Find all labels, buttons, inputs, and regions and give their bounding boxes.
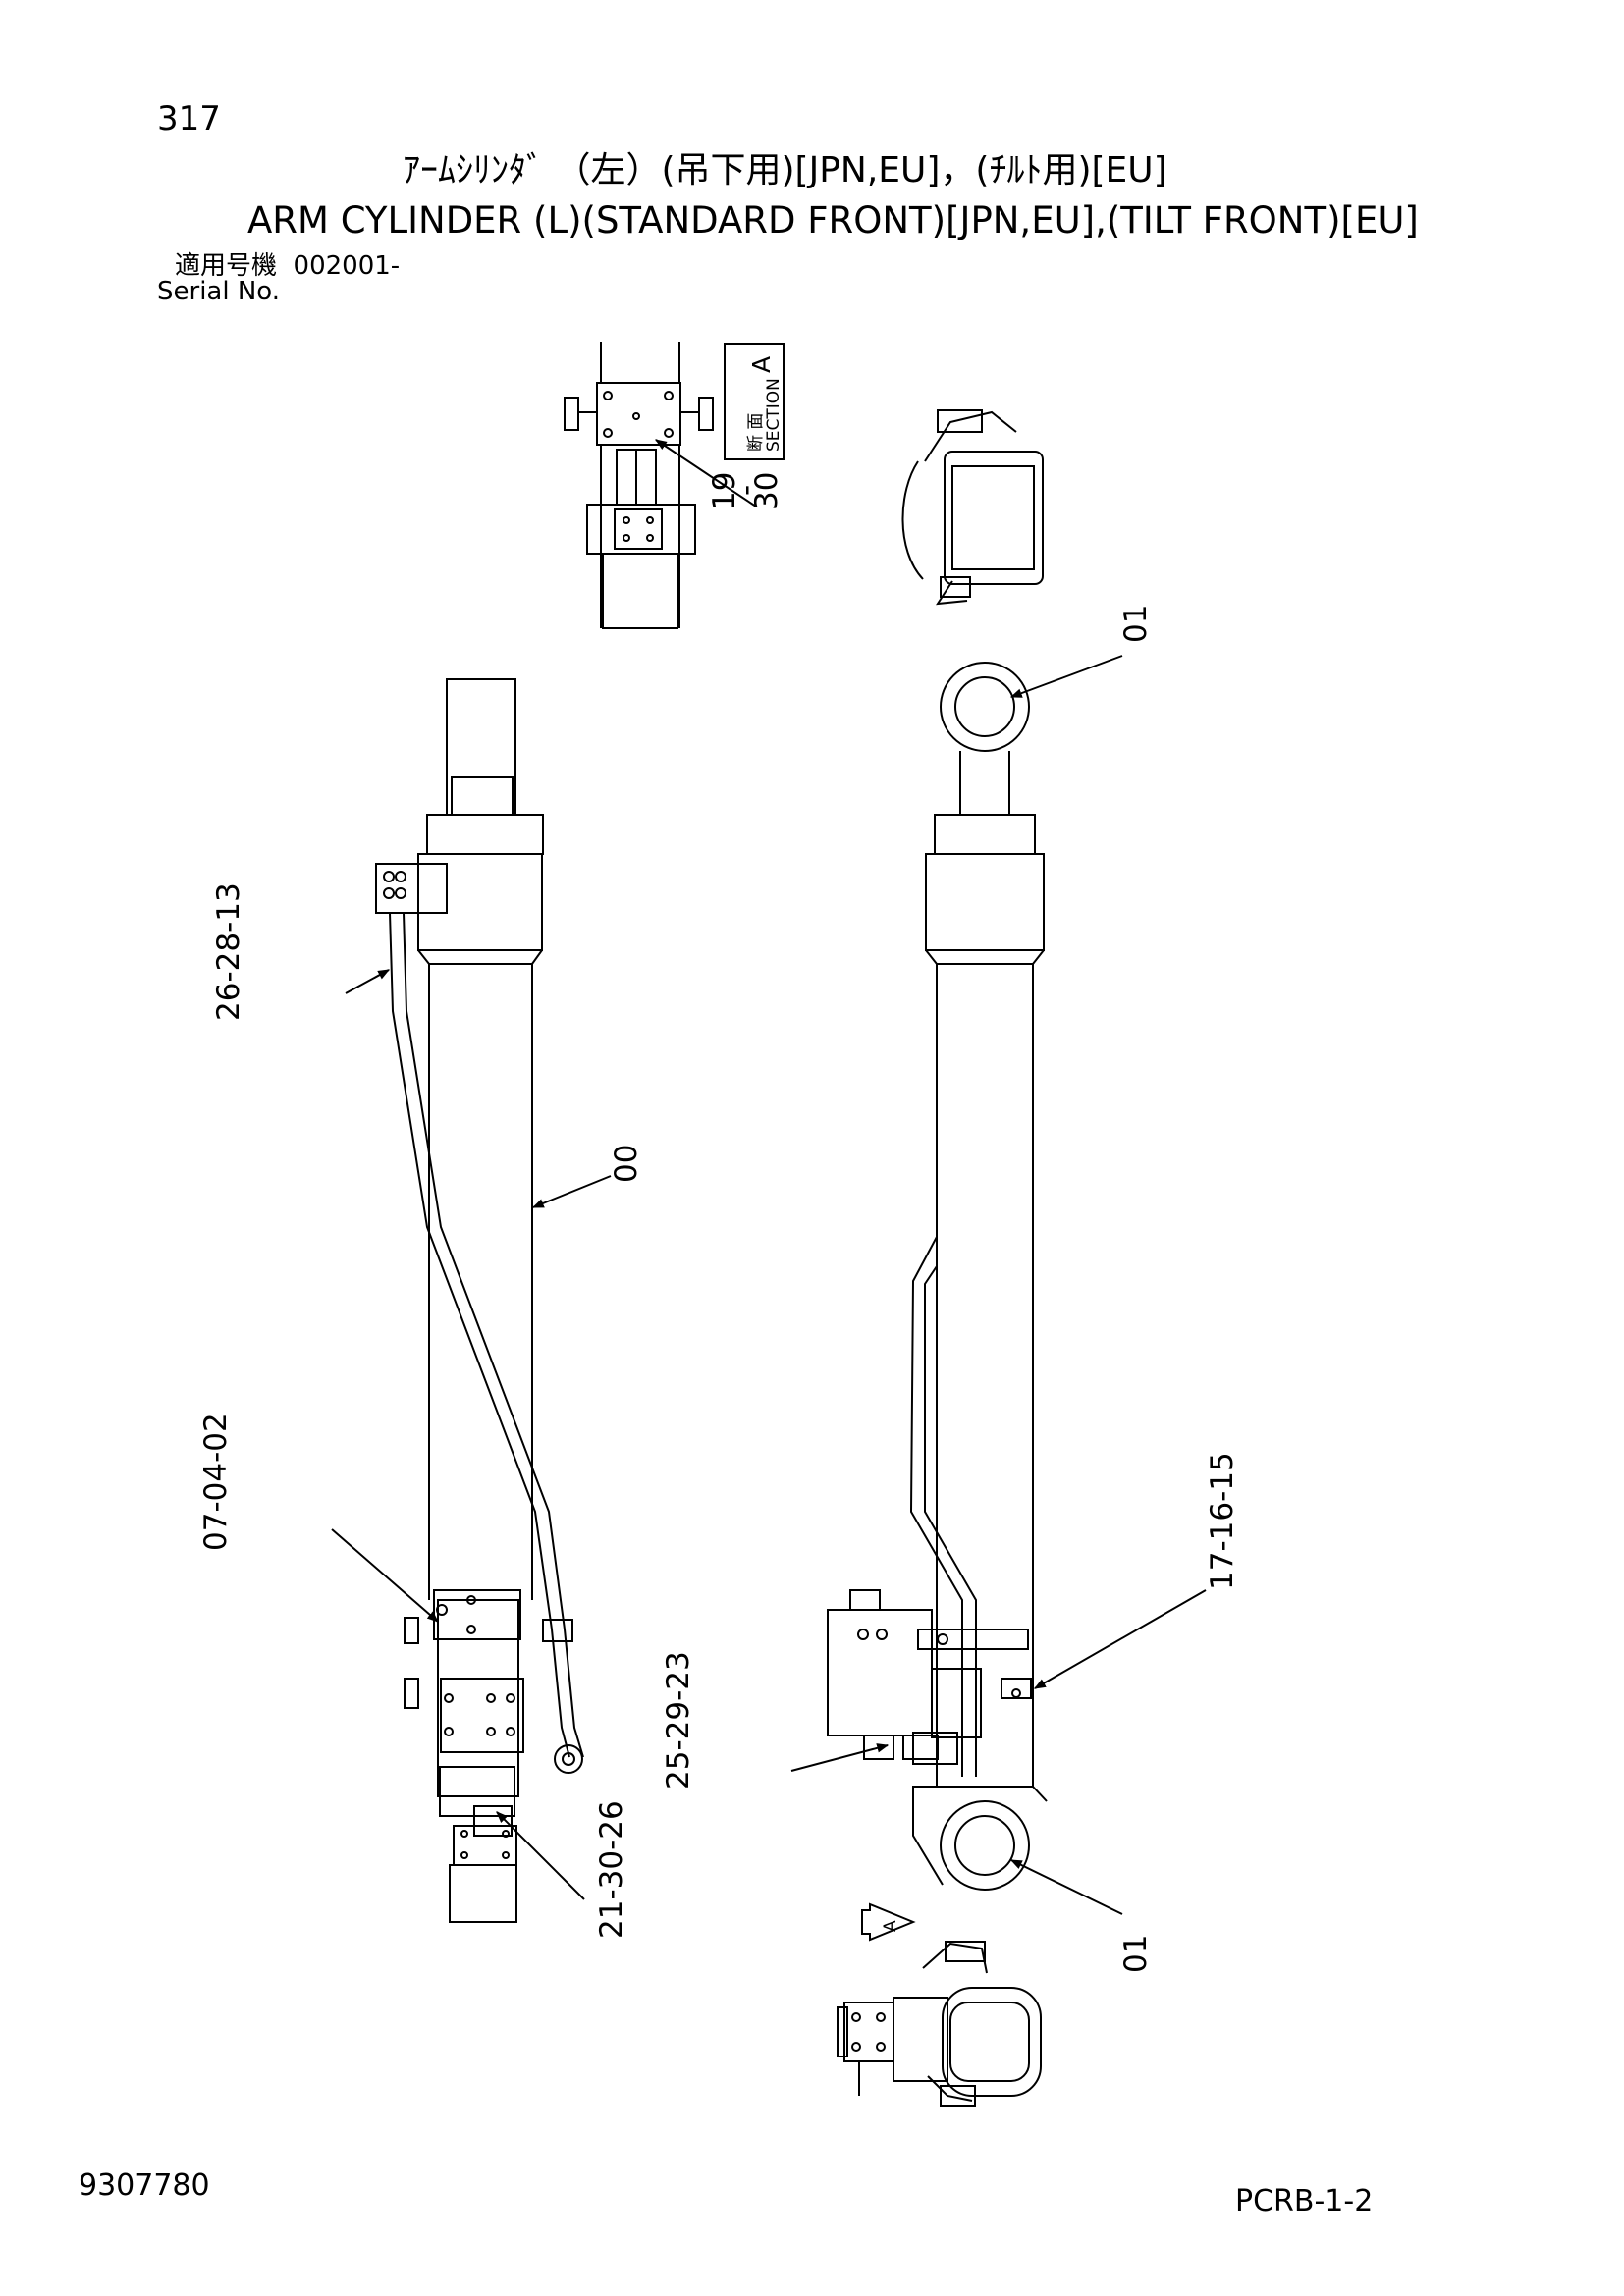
section-label-jp: 断 面 <box>746 413 766 452</box>
view-arrow-letter: A <box>881 1920 900 1932</box>
callout-30: 30 <box>749 472 785 510</box>
left-cylinder <box>332 679 611 1922</box>
callout-26-28-13: 26-28-13 <box>211 882 246 1021</box>
bottom-end-view <box>838 1942 1041 2106</box>
callout-01-bottom: 01 <box>1118 1935 1154 1973</box>
top-end-view <box>902 410 1043 604</box>
callout-07-04-02: 07-04-02 <box>198 1413 234 1551</box>
callout-labels: 断 面 SECTION A 19 - 30 01 01 00 26-28-13 … <box>198 356 1240 1973</box>
callout-17-16-15: 17-16-15 <box>1205 1452 1240 1590</box>
right-cylinder <box>791 656 1206 1940</box>
callout-01-top: 01 <box>1118 605 1154 643</box>
callout-00: 00 <box>609 1145 644 1183</box>
section-letter: A <box>747 356 776 373</box>
callout-25-29-23: 25-29-23 <box>661 1651 696 1789</box>
callout-21-30-26: 21-30-26 <box>594 1800 629 1939</box>
section-label-en: SECTION <box>764 378 784 452</box>
